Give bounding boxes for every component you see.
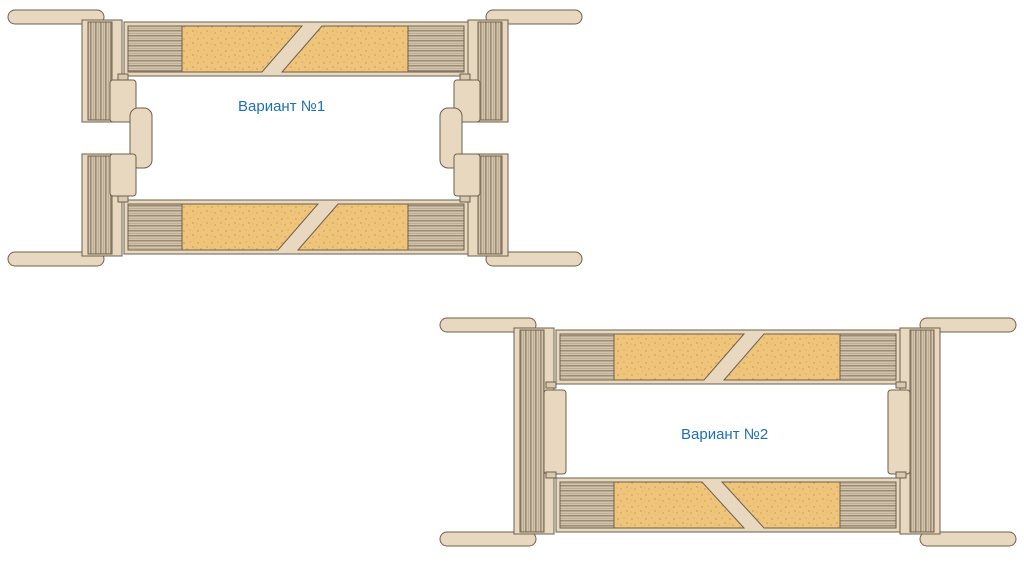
hinge-bottom-left [117,195,129,203]
frame-left-bottom-grain [87,155,113,255]
leaf-top-core-left [181,25,304,73]
frame-v2-right-grain [909,329,935,533]
hinge-top-left [117,73,129,81]
hinge-top-right [459,73,471,81]
leaf-v2-bottom-core-left [613,481,746,529]
variant-2-drawing [439,317,1017,547]
hinge-v2-top-right [895,381,907,389]
leaf-v2-top-core-right [722,333,841,381]
leaf-top-edge-left [127,25,183,73]
hinge-v2-bottom-left [545,471,557,479]
frame-v2-left-stop [543,389,567,475]
leaf-v2-top-core-left [613,333,746,381]
leaf-bottom-edge-right [407,203,465,251]
leaf-v2-bottom-edge-left [559,481,615,529]
leaf-top-edge-right [407,25,465,73]
casing-v2-top-right [919,317,1017,333]
leaf-bottom-edge-left [127,203,183,251]
hinge-v2-bottom-right [895,471,907,479]
leaf-bottom-core-left [181,203,320,251]
leaf-top-core-right [280,25,409,73]
casing-bottom-left [7,251,105,267]
frame-left-top-grain [87,21,113,121]
casing-v2-bottom-right [919,531,1017,547]
frame-left-bottom-stop [109,153,137,197]
frame-right-top-nose [439,107,463,169]
variant-2-label: Вариант №2 [681,426,769,443]
frame-v2-right-stop [887,389,911,475]
leaf-v2-top-edge-left [559,333,615,381]
casing-top-left [7,9,105,25]
casing-v2-bottom-left [439,531,537,547]
casing-v2-top-left [439,317,537,333]
hinge-v2-top-left [545,381,557,389]
variant-1-label: Вариант №1 [238,98,326,115]
leaf-v2-top-edge-right [839,333,897,381]
leaf-v2-bottom-edge-right [839,481,897,529]
hinge-bottom-right [459,195,471,203]
frame-right-bottom-stop [453,153,481,197]
frame-left-top-nose [129,107,153,169]
variant-1-drawing [7,9,583,267]
casing-bottom-right [485,251,583,267]
frame-v2-left-grain [519,329,545,533]
leaf-bottom-core-right [296,203,409,251]
frame-right-top-grain [477,21,503,121]
leaf-v2-bottom-core-right [720,481,841,529]
casing-top-right [485,9,583,25]
frame-right-bottom-grain [477,155,503,255]
